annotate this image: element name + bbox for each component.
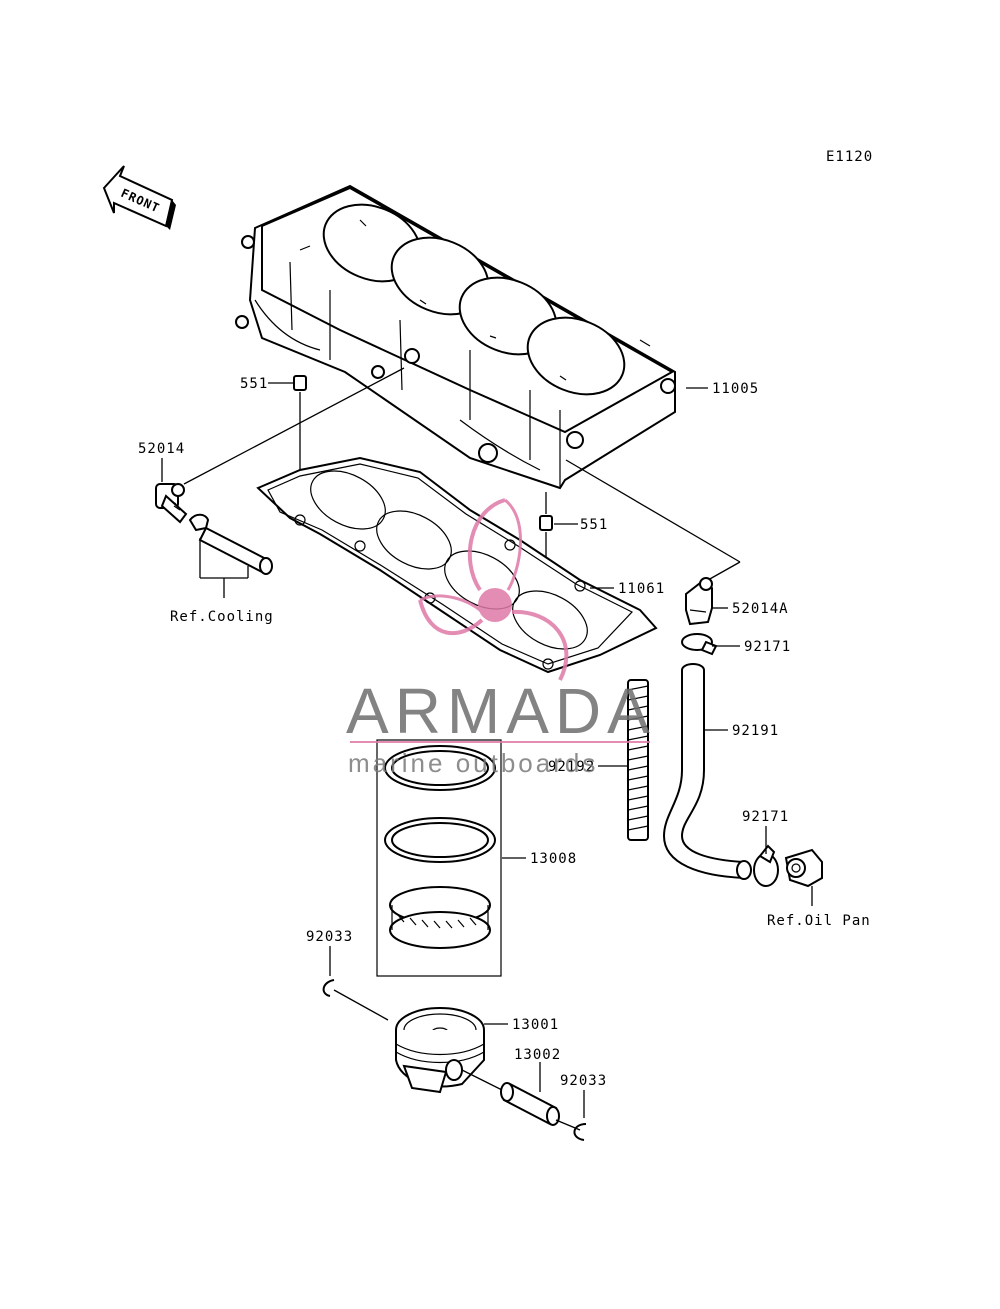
circlip-left bbox=[322, 979, 389, 1021]
oil-pan-fitting bbox=[784, 848, 823, 906]
watermark-brand: ARMADA bbox=[346, 675, 656, 747]
callout-92033-left: 92033 bbox=[306, 929, 353, 945]
callout-551-mid: 551 bbox=[580, 517, 608, 533]
callout-92171-top: 92171 bbox=[744, 639, 791, 655]
callout-13001: 13001 bbox=[512, 1017, 559, 1033]
diagram-code: E1120 bbox=[826, 149, 873, 165]
callout-551-top: 551 bbox=[240, 376, 268, 392]
callout-52014: 52014 bbox=[138, 441, 185, 457]
cylinder-block bbox=[235, 184, 676, 490]
armada-watermark: ARMADA marine outboards bbox=[346, 498, 656, 778]
callout-13002: 13002 bbox=[514, 1047, 561, 1063]
fitting-52014 bbox=[155, 367, 405, 575]
callout-92171-low: 92171 bbox=[742, 809, 789, 825]
hose-clamp-top bbox=[681, 633, 718, 656]
ref-cooling-label: Ref.Cooling bbox=[170, 609, 274, 625]
piston-pin bbox=[461, 1069, 581, 1131]
callout-11061: 11061 bbox=[618, 581, 665, 597]
callout-13008: 13008 bbox=[530, 851, 577, 867]
leader-lines bbox=[161, 382, 767, 1118]
piston-ring-set bbox=[376, 739, 502, 977]
callout-11005: 11005 bbox=[712, 381, 759, 397]
callout-92033-right: 92033 bbox=[560, 1073, 607, 1089]
callout-92191: 92191 bbox=[732, 723, 779, 739]
front-arrow-icon: FRONT bbox=[102, 165, 176, 230]
callout-92192: 92192 bbox=[548, 759, 595, 775]
piston bbox=[395, 1007, 485, 1094]
hose-92191 bbox=[662, 663, 752, 880]
stud-bolt-92192 bbox=[627, 679, 649, 841]
circlip-right bbox=[573, 1123, 587, 1141]
callout-52014a: 52014A bbox=[732, 601, 789, 617]
elbow-fitting-52014a bbox=[565, 459, 741, 626]
ref-oil-pan-label: Ref.Oil Pan bbox=[767, 913, 871, 929]
cylinder-gasket bbox=[256, 456, 658, 674]
propeller-logo-icon bbox=[418, 498, 569, 681]
watermark-tagline: marine outboards bbox=[348, 748, 598, 778]
ref-cooling-bracket bbox=[199, 538, 249, 598]
